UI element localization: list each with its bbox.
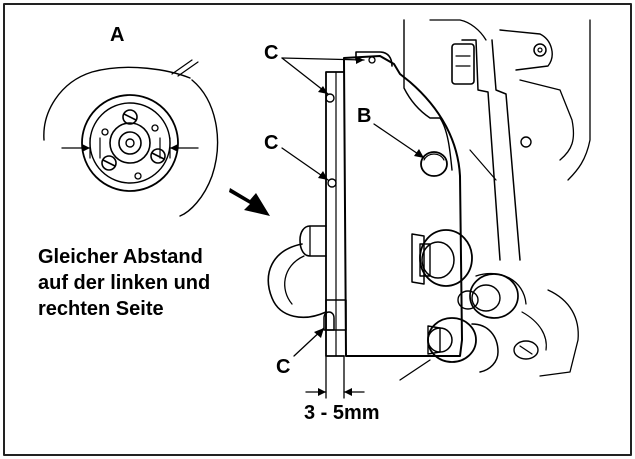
machine-frame-right-edge [567,19,591,181]
tab-screw-hole [368,56,376,64]
machine-body [267,19,591,381]
label-leaders [281,56,425,357]
cover-plate-tab [355,51,393,67]
label-clearance: 3 - 5mm [304,402,380,424]
detail-a-outline [43,66,191,141]
note-line-2: auf der linken und [38,272,211,294]
machine-arm [461,39,521,261]
detail-a-arc-right [179,79,219,217]
figure-frame [3,3,632,456]
leader-c-top-1 [281,57,329,95]
hub-center-ring [109,122,151,164]
machine-frame-right [403,19,453,171]
lower-bracket [325,299,347,331]
instruction-note: Gleicher Abstand auf der linken und rech… [38,244,210,322]
detail-a-pulley [43,59,219,217]
leader-c-mid [281,147,329,181]
machine-frame-top [429,19,487,41]
machine-linkage [499,29,553,71]
label-screw-c-top: C [264,42,279,64]
machine-block-top [451,43,475,85]
hub-hole [101,128,109,136]
screw-c-3 [323,311,335,331]
drive-pulley-left [267,225,327,319]
detail-a-edge [177,61,199,77]
knob-lower [427,317,499,373]
linkage-pivot [533,43,547,57]
hub-set-screw-right [150,148,166,164]
hub-inner-ring [89,102,171,184]
screw-c-2 [327,178,337,188]
note-line-1: Gleicher Abstand [38,246,203,268]
note-line-3: rechten Seite [38,298,164,320]
label-gauge-b: B [357,105,372,127]
equal-distance-arrow-left [61,137,101,159]
detail-a-edge-2 [171,59,193,75]
pulley-right-upper [457,272,527,319]
equal-distance-arrow-right [159,137,199,159]
screw-right [513,340,539,360]
label-screw-c-bottom: C [276,356,291,378]
belt [267,243,327,319]
hub-center-hole [125,138,135,148]
hub-outer-ring [81,94,179,192]
leader-c-top-2 [281,57,365,61]
hub-hole [134,172,142,180]
inspection-hole-b [420,151,448,177]
hub-set-screw-left [101,155,117,171]
rear-plate [325,71,345,357]
label-detail-a: A [110,24,125,46]
leader-b [373,123,425,159]
machine-rod [519,79,575,161]
hub-center-shaft [118,131,142,155]
knob-upper [411,229,473,287]
clearance-dimension [305,355,365,399]
hub-hole [151,124,159,132]
screw-c-1 [325,93,335,103]
label-screw-c-mid: C [264,132,279,154]
view-direction-arrow [229,188,270,216]
hub-set-screw-top [122,109,138,125]
cover-plate [343,55,463,357]
machine-lower-frame [539,289,579,377]
